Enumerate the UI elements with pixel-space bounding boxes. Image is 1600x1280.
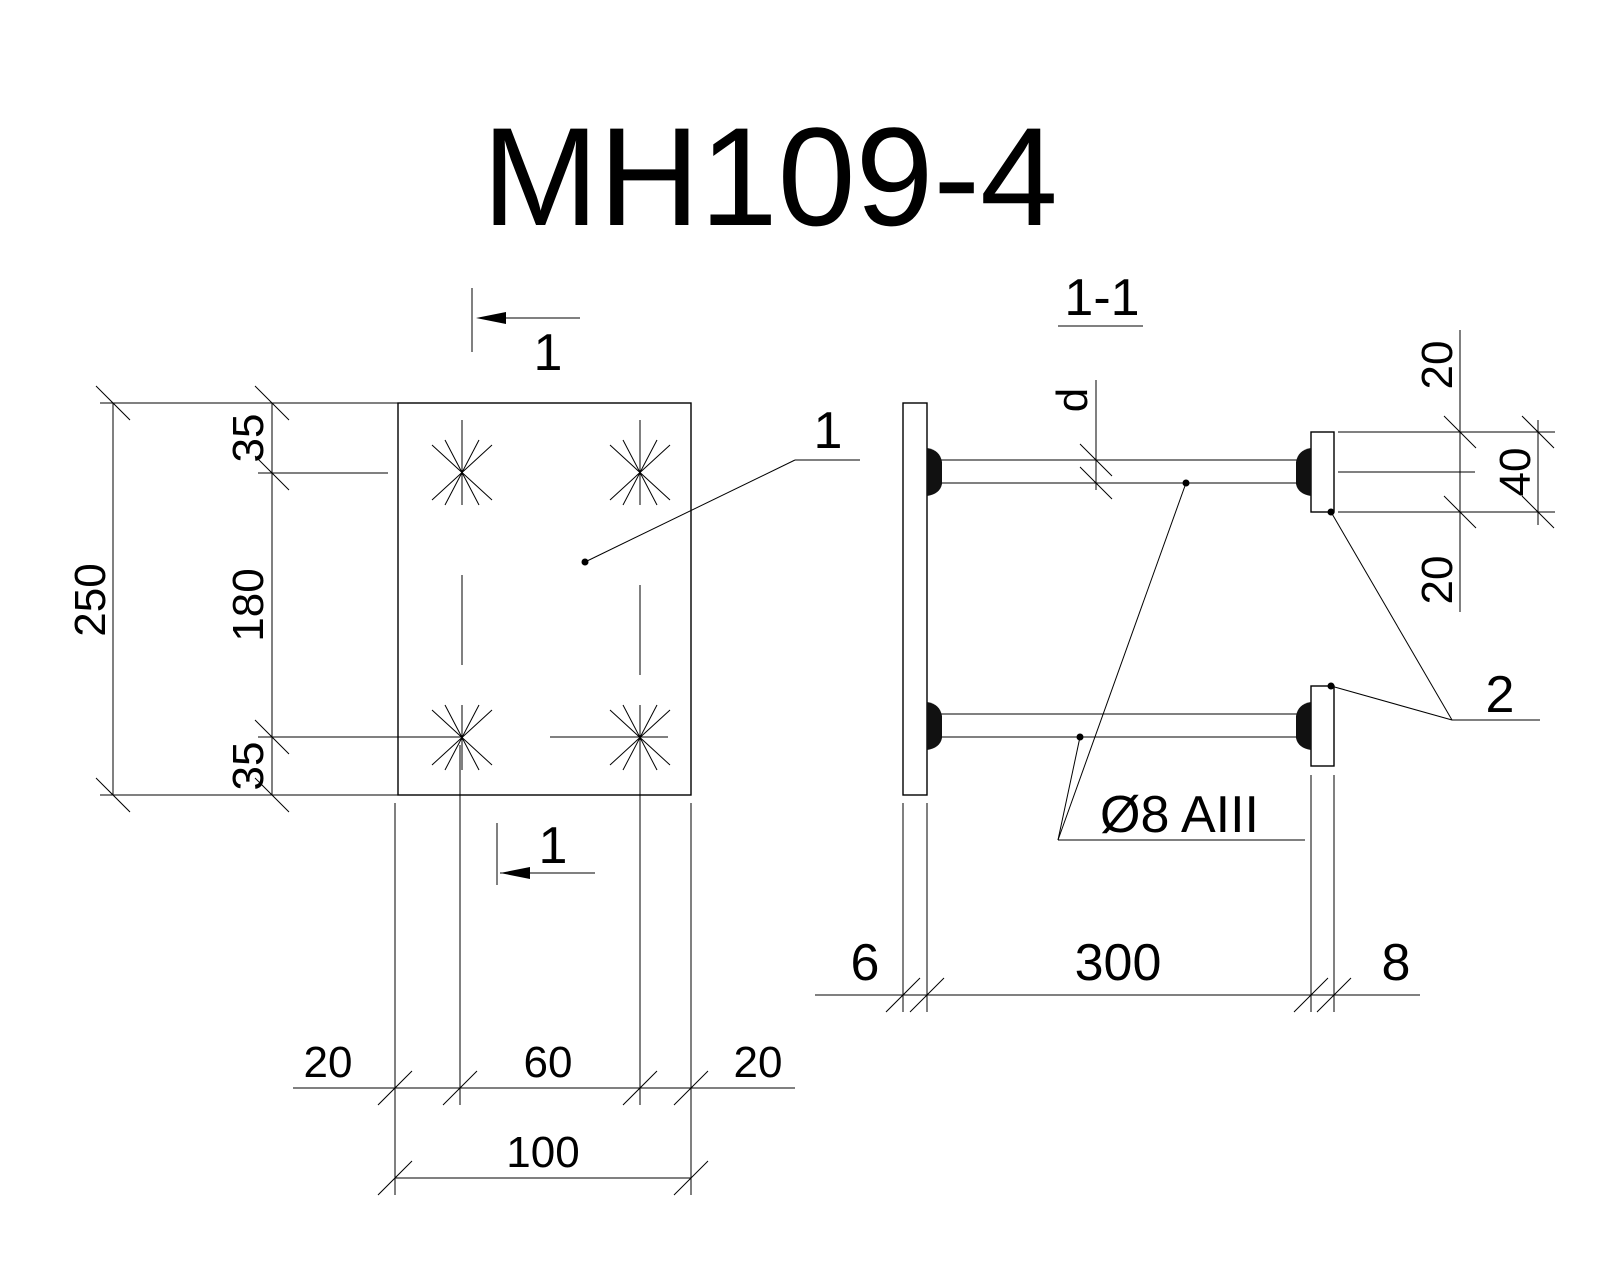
dimension-tick: [909, 977, 945, 1013]
main-plate: [902, 402, 928, 796]
dimension-tick: [1443, 415, 1477, 449]
dim-top-offset: 35: [224, 414, 273, 463]
dimension-tick: [377, 1160, 413, 1196]
dimension-tick: [1316, 977, 1352, 1013]
weld-icon: [927, 448, 942, 496]
dim-end-plate-height: 40: [1491, 448, 1540, 497]
dimension-tick: [1443, 495, 1477, 529]
callout-leader: [1057, 736, 1081, 841]
dimension-tick: [254, 777, 290, 813]
callout-leader: [1057, 482, 1187, 841]
dimension-tick: [377, 1070, 413, 1106]
dimension-tick: [1293, 977, 1329, 1013]
rebar-spec: Ø8 AIII: [1100, 786, 1259, 844]
drawing-title: МН109-4: [482, 98, 1058, 255]
dimension-tick: [673, 1070, 709, 1106]
dimension-tick: [95, 385, 131, 421]
anchor-weld-symbol: [609, 439, 671, 506]
dimension-tick: [254, 719, 290, 755]
callout-leader: [1330, 685, 1453, 721]
dimension-tick: [254, 455, 290, 491]
dimension-tick: [885, 977, 921, 1013]
dimension-tick: [254, 385, 290, 421]
callout-leader: [1330, 511, 1453, 721]
weld-icon: [1296, 702, 1311, 750]
plan-view: 1 1 1 250 35 180 35: [66, 288, 860, 1196]
dim-left-edge: 20: [304, 1038, 353, 1087]
embedded-plate-outline: [397, 402, 692, 796]
dimension-tick: [95, 777, 131, 813]
dim-plate-thickness: 6: [851, 934, 880, 992]
weld-icon: [1296, 448, 1311, 496]
arrow-head-icon: [476, 312, 506, 324]
weld-icon: [927, 702, 942, 750]
callout-leader: [584, 459, 796, 563]
dimension-tick: [1079, 443, 1113, 477]
dim-right-edge: 20: [734, 1038, 783, 1087]
section-mark-bottom: 1: [539, 817, 568, 875]
dim-length: 300: [1075, 934, 1162, 992]
section-view: 1-1 d Ø8 AIII 2: [815, 269, 1555, 1013]
dim-end-plate: 8: [1382, 934, 1411, 992]
dimension-tick: [1079, 466, 1113, 500]
callout-plate-number: 1: [814, 402, 843, 460]
dimension-tick: [442, 1070, 478, 1106]
dim-d: d: [1048, 388, 1097, 412]
section-mark-top: 1: [534, 324, 563, 382]
dim-bottom-offset: 35: [224, 742, 273, 791]
dimension-tick: [1521, 495, 1555, 529]
dim-top-margin: 20: [1413, 341, 1462, 390]
arrow-head-icon: [500, 867, 530, 879]
dim-between: 60: [524, 1038, 573, 1087]
dim-total-height: 250: [66, 563, 115, 636]
dimension-tick: [1521, 415, 1555, 449]
section-label: 1-1: [1064, 269, 1139, 327]
dimension-tick: [673, 1160, 709, 1196]
end-plate-top: [1310, 431, 1335, 513]
dim-bottom-margin: 20: [1413, 556, 1462, 605]
dim-total-width: 100: [506, 1128, 579, 1177]
callout-end-plate-number: 2: [1486, 666, 1515, 724]
dimension-tick: [622, 1070, 658, 1106]
end-plate-bottom: [1310, 685, 1335, 767]
anchor-weld-symbol: [431, 439, 493, 506]
dim-middle: 180: [224, 568, 273, 641]
